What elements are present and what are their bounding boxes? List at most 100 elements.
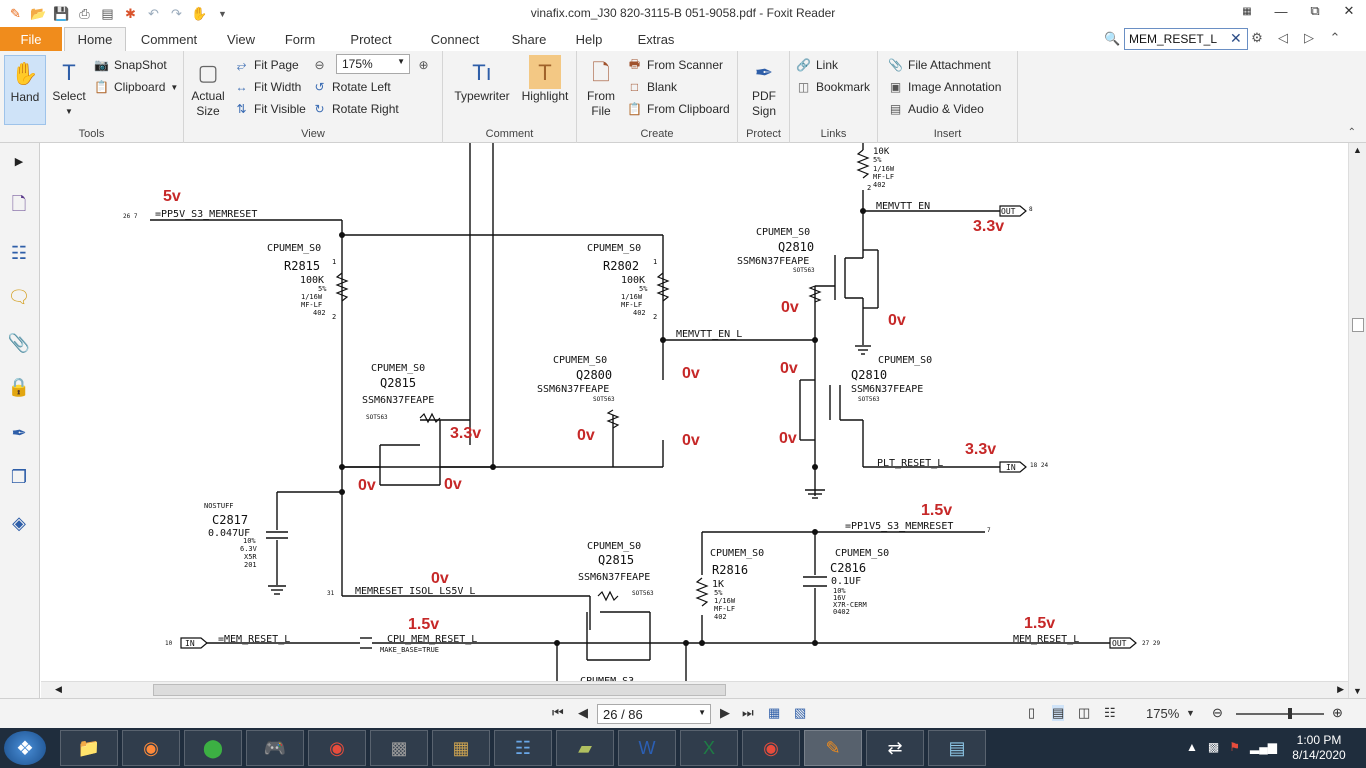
highlight-button[interactable]: T Highlight (517, 55, 573, 104)
collapse-ribbon-arrow-icon[interactable]: ⌃ (1347, 127, 1356, 138)
status-zoom-value[interactable]: 175% (1146, 706, 1180, 721)
new-icon[interactable]: ✱ (125, 5, 136, 21)
maximize-icon[interactable]: ⧉ (1310, 3, 1320, 18)
link-button[interactable]: 🔗 Link (796, 55, 838, 75)
device-icon[interactable]: ▩ (1207, 740, 1220, 754)
circuit-icon[interactable]: ☷ (494, 730, 552, 766)
close-icon[interactable]: ✕ (1343, 3, 1355, 18)
continuous-page-icon[interactable]: ▤ (1052, 705, 1065, 721)
properties-icon[interactable]: ▤ (101, 5, 114, 21)
status-zoom-in-icon[interactable]: ⊕ (1332, 705, 1343, 720)
next-page-icon[interactable]: ▶ (720, 705, 730, 720)
open-icon[interactable]: 📂 (30, 5, 47, 21)
fit-width-button[interactable]: ↔ Fit Width (234, 77, 302, 97)
tab-form[interactable]: Form (284, 31, 316, 47)
tab-extras[interactable]: Extras (637, 31, 675, 47)
previous-page-icon[interactable]: ◀ (578, 705, 588, 720)
fit-visible-button[interactable]: ⇅ Fit Visible (234, 99, 305, 119)
excel-icon[interactable]: X (680, 730, 738, 766)
bookmark-button[interactable]: ◫ Bookmark (796, 77, 870, 97)
from-file-button[interactable]: 🗋 From File (583, 55, 619, 119)
zoom-slider[interactable] (1236, 713, 1324, 715)
hand-button[interactable]: ✋ Hand (4, 55, 46, 125)
tab-view[interactable]: View (227, 31, 255, 47)
fit-page-button[interactable]: ⥂ Fit Page (234, 55, 299, 75)
scroll-left-icon[interactable]: ◀ (55, 684, 62, 694)
tab-connect[interactable]: Connect (430, 31, 480, 47)
save-icon[interactable]: 💾 (53, 5, 70, 21)
chrome-icon[interactable]: ◉ (308, 730, 366, 766)
network-icon[interactable]: ▂▄▆ (1250, 740, 1277, 754)
start-button[interactable]: ❖ (4, 731, 46, 765)
previous-result-icon[interactable]: ◁ (1278, 30, 1288, 45)
search-input[interactable] (1124, 28, 1248, 50)
copy-icon[interactable]: ❐ (10, 466, 28, 487)
signature-icon[interactable]: ✒ (11, 422, 27, 443)
flag-icon[interactable]: ⚑ (1229, 740, 1240, 754)
processor-icon[interactable]: ▦ (432, 730, 490, 766)
clipboard-button[interactable]: 📋 Clipboard ▼ (94, 77, 178, 97)
word-icon[interactable]: W (618, 730, 676, 766)
zoom-slider-handle[interactable] (1288, 708, 1292, 719)
expand-icon[interactable]: ▶ (14, 155, 24, 168)
notes-icon[interactable]: ▤ (928, 730, 986, 766)
single-page-icon[interactable]: ▯ (1028, 705, 1036, 720)
clear-search-icon[interactable]: ✕ (1230, 30, 1242, 46)
facing-page-icon[interactable]: ◫ (1078, 705, 1091, 720)
tab-comment[interactable]: Comment (140, 31, 198, 47)
gamepad-icon[interactable]: 🎮 (246, 730, 304, 766)
zoom-menu-icon[interactable]: ▼ (1186, 708, 1195, 718)
from-clipboard-button[interactable]: 📋 From Clipboard (627, 99, 730, 119)
file-tab[interactable]: File (0, 27, 62, 51)
file-explorer-icon[interactable]: 📁 (60, 730, 118, 766)
actual-size-button[interactable]: ▢ Actual Size (188, 55, 228, 119)
file-attachment-button[interactable]: 📎 File Attachment (888, 55, 991, 75)
print-icon[interactable]: ⎙ (79, 5, 90, 21)
firefox-icon[interactable]: ◉ (122, 730, 180, 766)
select-button[interactable]: T Select ▼ (48, 55, 90, 119)
tray-expand-icon[interactable]: ▲ (1186, 740, 1198, 754)
rotate-right-button[interactable]: ↻ Rotate Right (312, 99, 398, 119)
green-app-icon[interactable]: ⬤ (184, 730, 242, 766)
blank-button[interactable]: □ Blank (627, 77, 677, 97)
status-zoom-out-icon[interactable]: ⊖ (1212, 705, 1223, 720)
image-annotation-button[interactable]: ▣ Image Annotation (888, 77, 1002, 97)
snapshot-button[interactable]: 📷 SnapShot (94, 55, 167, 75)
undo-icon[interactable]: ↶ (148, 5, 159, 21)
scroll-up-icon[interactable]: ▲ (1353, 145, 1362, 155)
security-icon[interactable]: 🔒 (7, 376, 31, 397)
pdf-sign-button[interactable]: ✒ PDF Sign (744, 55, 784, 119)
scroll-right-icon[interactable]: ▶ (1337, 684, 1344, 694)
last-page-icon[interactable]: ⏭ (742, 705, 754, 720)
certificate-icon[interactable]: ◈ (12, 512, 26, 533)
first-page-icon[interactable]: ⏮ (552, 705, 564, 720)
zoom-in-button[interactable]: ⊕ (416, 55, 431, 75)
minimize-icon[interactable]: — (1274, 3, 1288, 19)
audio-video-button[interactable]: ▤ Audio & Video (888, 99, 984, 119)
layers-icon[interactable]: ☷ (10, 242, 28, 263)
ribbon-options-icon[interactable]: ▦ (1242, 5, 1252, 17)
snapshot-pages-icon[interactable]: ▧ (794, 705, 807, 720)
foxit-pdf-icon[interactable]: ✎ (804, 730, 862, 766)
tab-protect[interactable]: Protect (350, 31, 392, 47)
hand-tool-icon[interactable]: ✋ (191, 5, 208, 21)
tab-home[interactable]: Home (64, 27, 126, 51)
chip-icon[interactable]: ▩ (370, 730, 428, 766)
vertical-scroll-thumb[interactable] (1352, 318, 1364, 332)
attachments-icon[interactable]: 📎 (7, 332, 31, 353)
shuffle-icon[interactable]: ⇄ (866, 730, 924, 766)
typewriter-button[interactable]: Tı Typewriter (451, 55, 513, 104)
collapse-ribbon-icon[interactable]: ⌃ (1329, 30, 1341, 45)
scroll-down-icon[interactable]: ▼ (1353, 686, 1362, 696)
app-icon[interactable]: ✎ (10, 5, 21, 21)
hexplorer-icon[interactable]: ▰ (556, 730, 614, 766)
horizontal-scroll-thumb[interactable] (153, 684, 726, 696)
find-icon[interactable]: 🔍 (1104, 31, 1121, 46)
continuous-facing-icon[interactable]: ☷ (1104, 705, 1116, 720)
rotate-left-button[interactable]: ↺ Rotate Left (312, 77, 390, 97)
save-pages-icon[interactable]: ▦ (768, 705, 781, 720)
page-dropdown-icon[interactable]: ▼ (698, 708, 706, 717)
chrome-icon-2[interactable]: ◉ (742, 730, 800, 766)
next-result-icon[interactable]: ▷ (1304, 30, 1314, 45)
